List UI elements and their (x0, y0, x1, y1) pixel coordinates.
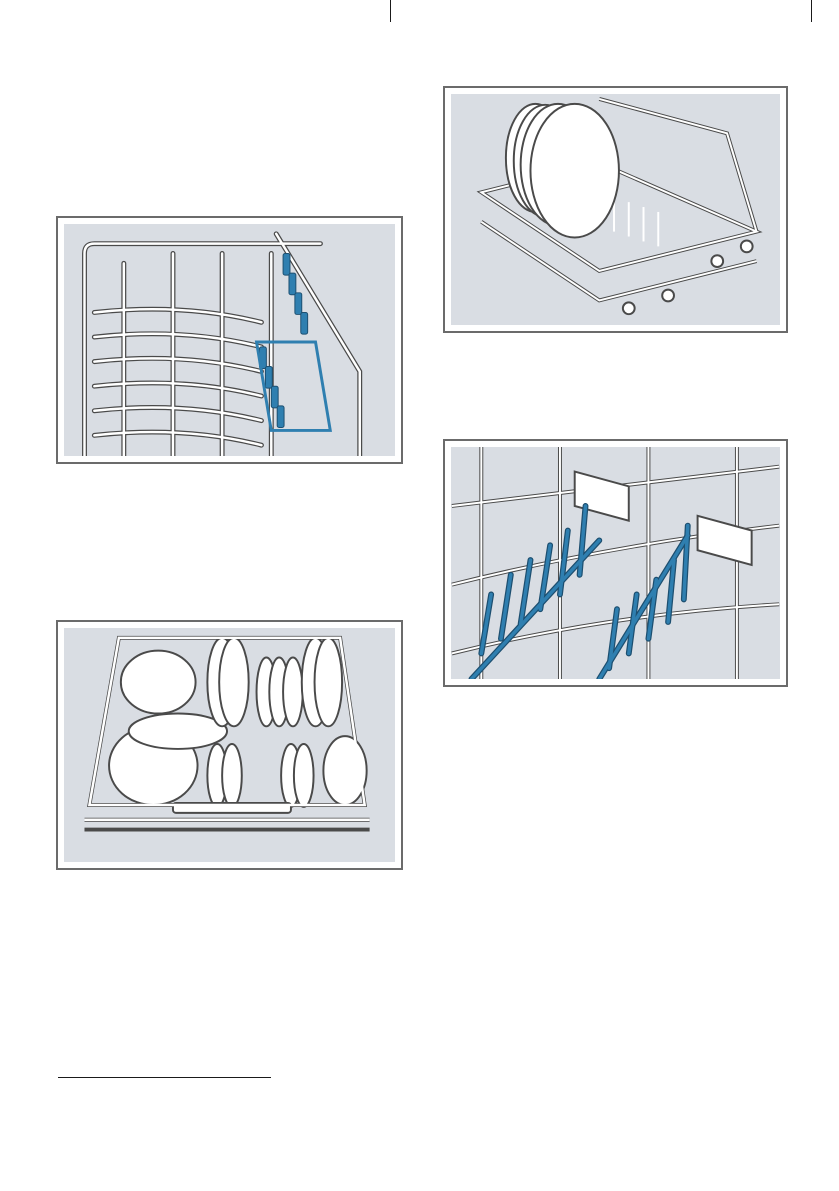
folding-spikes-icon (451, 447, 780, 679)
figure-plate-basket (443, 86, 788, 333)
figure-loaded-basket-canvas (64, 628, 395, 862)
footnote-rule (58, 1077, 271, 1078)
figure-folding-spikes (443, 439, 788, 687)
plate-basket-icon (451, 94, 780, 325)
figure-cutlery-rack (56, 216, 403, 464)
dish-basket-icon (64, 628, 395, 862)
figure-cutlery-rack-canvas (64, 224, 395, 456)
crop-mark-right (811, 0, 812, 22)
figure-folding-spikes-canvas (451, 447, 780, 679)
crop-mark-left (390, 0, 391, 22)
figure-plate-basket-canvas (451, 94, 780, 325)
cutlery-rack-icon (64, 224, 395, 456)
figure-loaded-basket (56, 620, 403, 870)
